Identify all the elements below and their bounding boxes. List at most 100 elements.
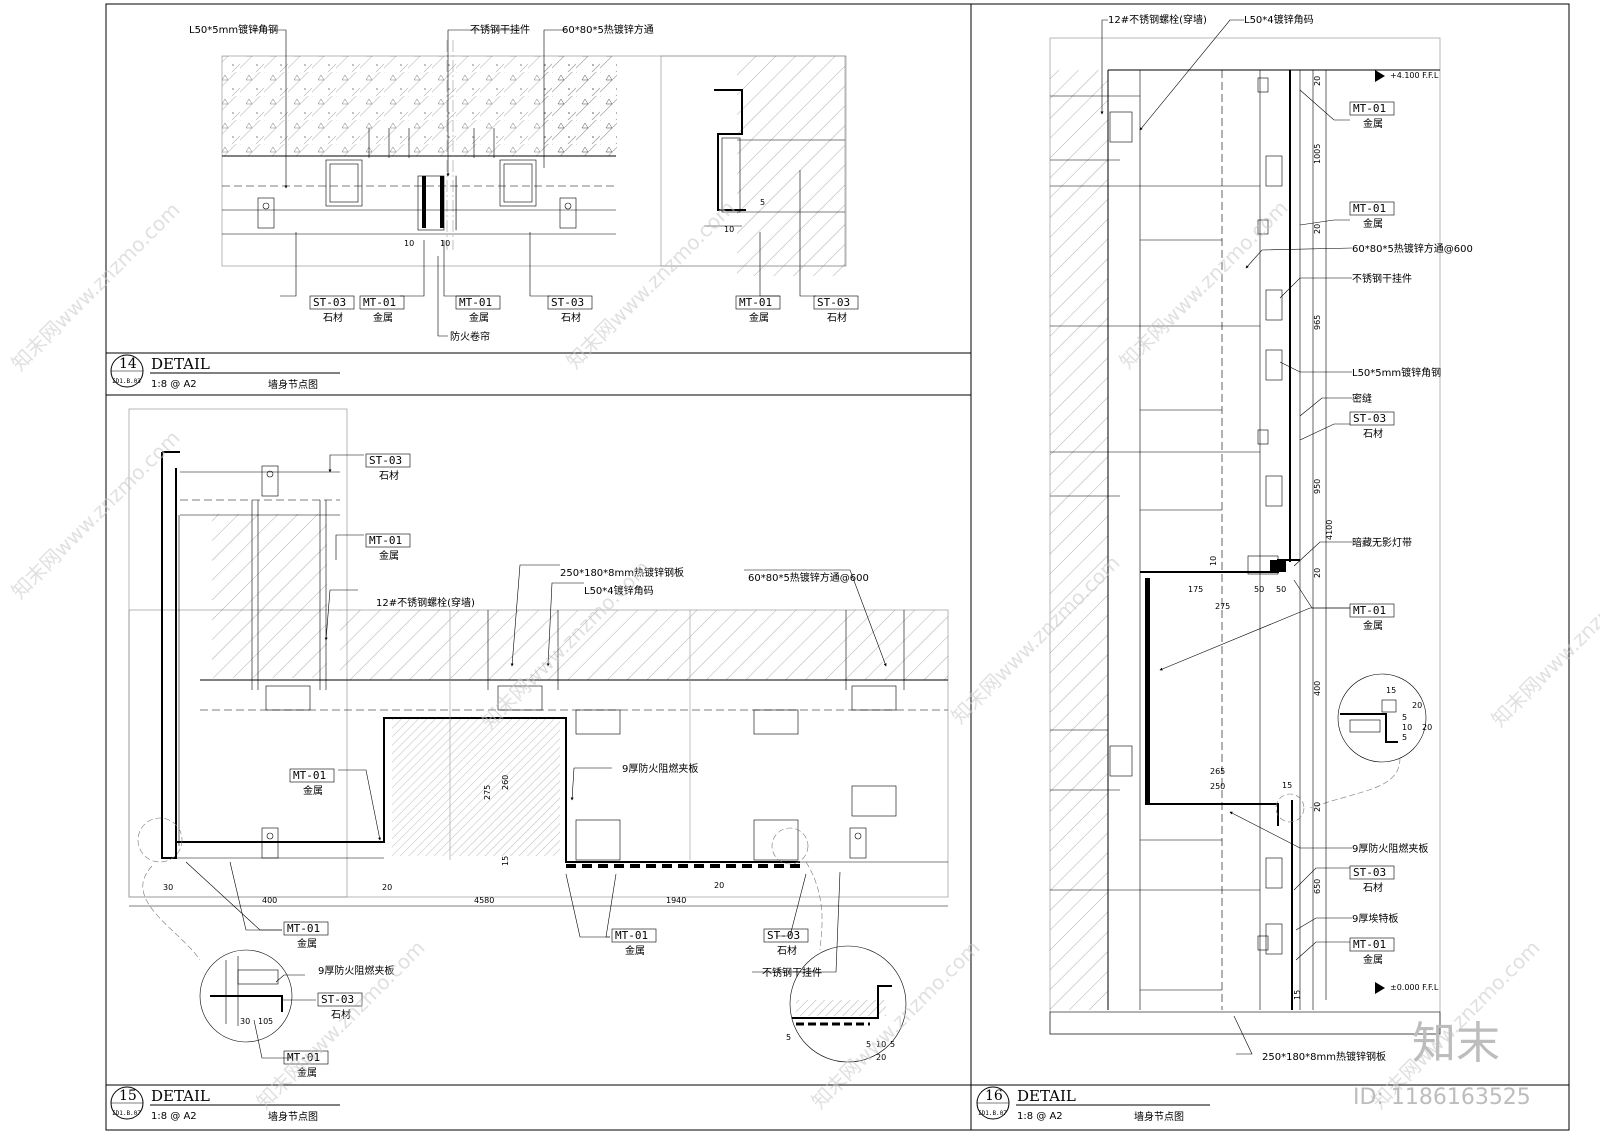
svg-text:金属: 金属: [469, 311, 489, 324]
svg-text:MT-01: MT-01: [459, 296, 492, 309]
detail-16-texts: 12#不锈钢螺栓(穿墙) L50*4镀锌角码 60*80*5热镀锌方通@600 …: [1108, 13, 1473, 1063]
d16-tag-2: MT-01 金属: [1349, 201, 1395, 230]
d15-label-bolt: 12#不锈钢螺栓(穿墙): [376, 596, 475, 609]
d14-label-angle-steel: L50*5mm镀锌角钢: [189, 23, 278, 36]
svg-text:MT-01: MT-01: [1353, 604, 1386, 617]
d15-label-fire-board: 9厚防火阻燃夹板: [622, 762, 698, 775]
d15-dim-275: 275: [483, 785, 492, 800]
d15-tag-2: MT-01 金属: [365, 533, 411, 562]
d16-v950: 950: [1313, 479, 1322, 494]
d15-dim-15: 15: [501, 856, 510, 866]
d16-label-eite: 9厚埃特板: [1352, 912, 1398, 925]
detail-16-titleblock: 16 ID1.B.07 DETAIL 1:8 @ A2 墙身节点图: [976, 1086, 1210, 1123]
d15-tag-8: MT-01 金属: [283, 1050, 329, 1079]
d15-name: 墙身节点图: [268, 1110, 318, 1123]
d16-h175: 175: [1188, 585, 1203, 594]
sheet-frames: [105, 3, 1570, 1131]
svg-text:金属: 金属: [625, 944, 645, 957]
d15-tag-5: MT-01 金属: [611, 928, 657, 957]
svg-text:MT-01: MT-01: [287, 1051, 320, 1064]
d16-label-fire-board: 9厚防火阻燃夹板: [1352, 842, 1428, 855]
svg-text:金属: 金属: [303, 784, 323, 797]
d16-label-angle-steel: L50*5mm镀锌角钢: [1352, 366, 1441, 379]
d16-level-top: +4.100 F.F.L: [1390, 71, 1439, 80]
d14-ref: ID1.B.03: [112, 378, 141, 385]
d15-label-angle: L50*4镀锌角码: [584, 584, 654, 597]
svg-text:石材: 石材: [323, 311, 343, 324]
d15-number: 15: [119, 1088, 137, 1104]
svg-text:MT-01: MT-01: [739, 296, 772, 309]
d16-h15: 15: [1282, 781, 1292, 790]
d15-label-pendant: 不锈钢干挂件: [762, 966, 822, 979]
d14-tag-4: ST-03 石材: [547, 295, 593, 324]
svg-text:金属: 金属: [379, 549, 399, 562]
d16-v1005: 1005: [1313, 144, 1322, 164]
svg-text:金属: 金属: [1363, 953, 1383, 966]
detail-14-titleblock: 14 ID1.B.03 DETAIL 1:8 @ A2 墙身节点图: [110, 354, 340, 391]
d14-tag-5: MT-01 金属: [735, 295, 781, 324]
d16-label-tube: 60*80*5热镀锌方通@600: [1352, 242, 1473, 255]
d15-det-10: 10: [258, 1017, 268, 1026]
d15-det2-10: 10: [876, 1040, 886, 1049]
svg-text:石材: 石材: [331, 1008, 351, 1021]
d14-number: 14: [119, 356, 137, 372]
detail-15-texts: 12#不锈钢螺栓(穿墙) 250*180*8mm热镀锌钢板 L50*4镀锌角码 …: [163, 453, 895, 1079]
d15-label-fire-board-2: 9厚防火阻燃夹板: [318, 964, 394, 977]
svg-text:ST-03: ST-03: [817, 296, 850, 309]
watermark-text: 知末网www.znzmo.com: [252, 936, 430, 1114]
d16-det-10: 10: [1402, 723, 1412, 732]
d16-h50a: 50: [1254, 585, 1264, 594]
svg-text:金属: 金属: [749, 311, 769, 324]
d16-v20b: 20: [1313, 224, 1322, 234]
d14-dim-3: 10: [724, 225, 734, 234]
d15-det2-5a: 5: [786, 1033, 791, 1042]
brand-logo: 知末: [1412, 1018, 1500, 1069]
d14-label-pendant: 不锈钢干挂件: [470, 23, 530, 36]
d16-h275: 275: [1215, 602, 1230, 611]
svg-text:ST-03: ST-03: [1353, 412, 1386, 425]
svg-text:石材: 石材: [561, 311, 581, 324]
d16-name: 墙身节点图: [1134, 1110, 1184, 1123]
watermark-text: 知末网www.znzmo.com: [7, 426, 185, 604]
watermark-text: 知末网www.znzmo.com: [1115, 196, 1293, 374]
svg-text:MT-01: MT-01: [615, 929, 648, 942]
svg-text:金属: 金属: [1363, 217, 1383, 230]
d14-label-tube: 60*80*5热镀锌方通: [562, 23, 654, 36]
svg-text:MT-01: MT-01: [1353, 202, 1386, 215]
d15-scale: 1:8 @ A2: [151, 1111, 197, 1122]
svg-text:ST-03: ST-03: [551, 296, 584, 309]
d15-det2-5b: 5: [866, 1040, 871, 1049]
svg-text:石材: 石材: [1363, 881, 1383, 894]
d14-dim-2: 10: [440, 239, 450, 248]
d16-label-angle: L50*4镀锌角码: [1244, 13, 1314, 26]
d15-dim-4580: 4580: [474, 896, 494, 905]
d16-h50b: 50: [1276, 585, 1286, 594]
d14-tag-3: MT-01 金属: [455, 295, 501, 324]
d16-h250: 250: [1210, 782, 1225, 791]
svg-text:金属: 金属: [297, 1066, 317, 1079]
d16-scale: 1:8 @ A2: [1017, 1111, 1063, 1122]
d15-dim-20s: 20: [714, 881, 724, 890]
d16-v20a: 20: [1313, 76, 1322, 86]
d14-dim-1: 10: [404, 239, 414, 248]
d16-det-5b: 5: [1402, 733, 1407, 742]
detail-16-drawing: [1049, 37, 1441, 1035]
detail-15-callouts: [185, 454, 887, 1059]
svg-text:MT-01: MT-01: [369, 534, 402, 547]
svg-text:石材: 石材: [777, 944, 797, 957]
svg-text:金属: 金属: [297, 937, 317, 950]
d16-label-led: 暗藏无影灯带: [1352, 536, 1412, 549]
d15-det2-20: 20: [876, 1053, 886, 1062]
detail-14-texts: L50*5mm镀锌角钢 不锈钢干挂件 60*80*5热镀锌方通 防火卷帘 ST-…: [189, 23, 859, 343]
watermark-text: 知末网www.znzmo.com: [562, 196, 740, 374]
d14-dim-4: 5: [760, 198, 765, 207]
d14-name: 墙身节点图: [268, 378, 318, 391]
